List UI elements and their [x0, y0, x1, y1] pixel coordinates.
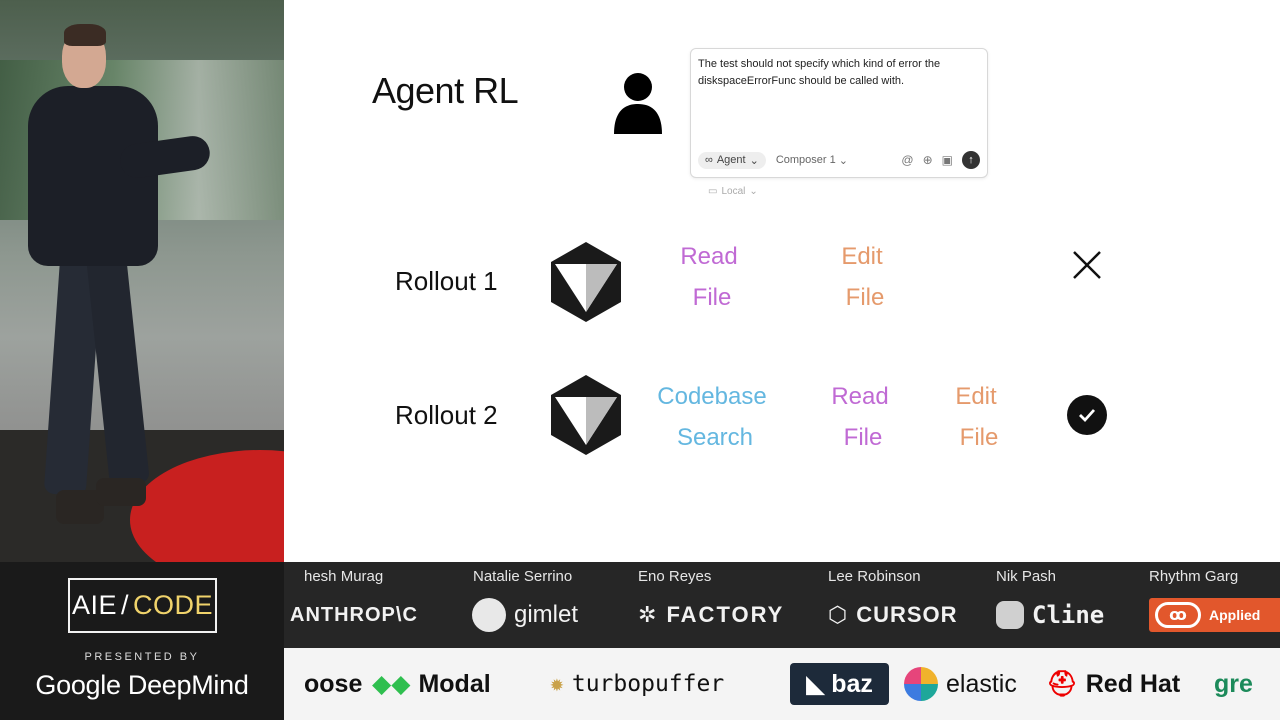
- step-line: Edit: [841, 243, 883, 270]
- chevron-down-icon: ⌄: [749, 186, 758, 197]
- goose-logo: oose: [304, 662, 362, 706]
- speaker-name: Lee Robinson: [828, 568, 921, 585]
- step-line: Read: [680, 243, 738, 270]
- sponsor-name: FACTORY: [666, 602, 785, 627]
- gimlet-icon: [472, 598, 506, 632]
- step-edit-file: Edit File: [822, 236, 902, 318]
- rollout-label: Rollout 2: [395, 400, 498, 430]
- step-line: Read: [831, 383, 889, 410]
- model-selector[interactable]: Composer 1 ⌄: [776, 154, 848, 167]
- speaker-name: Natalie Serrino: [473, 568, 573, 585]
- step-line: File: [959, 424, 999, 451]
- sponsor-name: Modal: [418, 669, 491, 698]
- cursor-logo: ⬡ CURSOR: [828, 598, 958, 632]
- laptop-icon: ▭: [708, 186, 718, 197]
- step-line: Search: [676, 424, 754, 451]
- applied-compute-logo: ꝏ Applied: [1149, 598, 1280, 632]
- step-line: File: [692, 284, 732, 311]
- speaker-shoe: [96, 478, 146, 506]
- image-icon[interactable]: ▣: [941, 153, 953, 167]
- speaker-name: hesh Murag: [304, 568, 384, 585]
- baz-logo: ◣ baz: [790, 662, 889, 706]
- speaker-name: Nik Pash: [996, 568, 1057, 585]
- aie-code-logo: AIE / CODE: [68, 578, 217, 633]
- chevron-down-icon: ⌄: [838, 154, 848, 167]
- pufferfish-icon: ✹: [550, 671, 564, 697]
- agent-composer[interactable]: The test should not specify which kind o…: [690, 48, 988, 178]
- mode-selector[interactable]: ∞ Agent ⌄: [698, 151, 766, 169]
- speaker-name: Eno Reyes: [638, 568, 712, 585]
- anthropic-logo: ANTHROP\C: [290, 598, 418, 632]
- sponsor-name: ANTHROP\C: [290, 603, 418, 626]
- ac-icon: ꝏ: [1155, 602, 1201, 628]
- step-line: Edit: [955, 383, 997, 410]
- greptile-logo: gre: [1214, 662, 1253, 706]
- composer-prompt[interactable]: The test should not specify which kind o…: [698, 58, 941, 87]
- globe-icon[interactable]: ⊕: [922, 153, 933, 167]
- redhat-logo: ⛑ Red Hat: [1046, 662, 1180, 706]
- step-line: Codebase: [657, 383, 767, 410]
- check-icon: [1067, 395, 1107, 435]
- factory-logo: ✲ FACTORY: [638, 598, 784, 632]
- presentation-slide: Agent RL The test should not specify whi…: [284, 0, 1280, 562]
- environment-label: Local: [721, 186, 746, 197]
- environment-selector[interactable]: ▭ Local ⌄: [708, 186, 758, 197]
- robot-icon: [996, 601, 1024, 629]
- cursor-cube-icon: [551, 375, 621, 455]
- presented-by: PRESENTED BY: [84, 651, 200, 663]
- step-line: File: [843, 424, 883, 451]
- elastic-icon: [904, 667, 938, 701]
- step-read-file: Read File: [668, 236, 750, 318]
- baz-badge: ◣ baz: [790, 663, 889, 705]
- chevron-down-icon: ⌄: [749, 154, 759, 167]
- sponsor-ticker: hesh Murag Natalie Serrino Eno Reyes Lee…: [284, 562, 1280, 720]
- mention-icon[interactable]: @: [901, 153, 914, 167]
- speaker-name: Rhythm Garg: [1149, 568, 1239, 585]
- step-edit-file: Edit File: [936, 376, 1016, 458]
- sponsor-name: gre: [1214, 669, 1253, 698]
- step-codebase-search: Codebase Search: [644, 376, 780, 458]
- modal-icon: ◆◆: [372, 670, 411, 698]
- baz-icon: ◣: [806, 670, 826, 698]
- sponsor-name: oose: [304, 669, 363, 698]
- speaker-hair: [64, 24, 106, 46]
- asterisk-icon: ✲: [638, 602, 659, 627]
- sponsor-name: Applied: [1209, 607, 1261, 623]
- speaker-video: [0, 0, 284, 562]
- sponsor-name: gimlet: [514, 601, 579, 628]
- composer-tools: @ ⊕ ▣ ↑: [901, 151, 980, 169]
- step-read-file: Read File: [819, 376, 901, 458]
- mode-label: Agent: [716, 154, 746, 166]
- presenter-name: Google DeepMind: [35, 670, 249, 700]
- sponsor-name: elastic: [946, 669, 1017, 698]
- event-branding: AIE / CODE PRESENTED BY Google DeepMind: [0, 562, 284, 720]
- user-icon: [614, 73, 662, 134]
- sponsor-name: Red Hat: [1085, 669, 1181, 698]
- model-label: Composer 1: [775, 154, 836, 166]
- slide-title: Agent RL: [372, 70, 519, 111]
- elastic-logo: elastic: [904, 662, 1017, 706]
- send-button[interactable]: ↑: [962, 151, 980, 169]
- gimlet-logo: gimlet: [472, 598, 578, 632]
- sponsor-name: CURSOR: [856, 602, 958, 627]
- cursor-cube-icon: [551, 242, 621, 322]
- cline-logo: Cline: [996, 598, 1104, 632]
- modal-logo: ◆◆ Modal: [372, 662, 491, 706]
- logo-right: CODE: [133, 590, 214, 620]
- rollout-label: Rollout 1: [395, 266, 498, 296]
- sponsor-row-light: [284, 648, 1280, 720]
- cube-icon: ⬡: [828, 602, 849, 627]
- logo-left: AIE: [71, 590, 117, 620]
- close-icon: [1073, 251, 1101, 279]
- infinity-icon: ∞: [705, 154, 713, 166]
- turbopuffer-logo: ✹ turbopuffer: [550, 662, 724, 706]
- composer-toolbar: ∞ Agent ⌄ Composer 1 ⌄ @ ⊕ ▣ ↑: [698, 151, 980, 169]
- arrow-up-icon: ↑: [968, 154, 974, 166]
- sponsor-name: turbopuffer: [571, 671, 725, 697]
- step-line: File: [845, 284, 885, 311]
- logo-slash: /: [121, 590, 130, 620]
- redhat-icon: ⛑: [1046, 669, 1078, 698]
- sponsor-name: Cline: [1032, 601, 1105, 629]
- sponsor-name: baz: [831, 669, 873, 698]
